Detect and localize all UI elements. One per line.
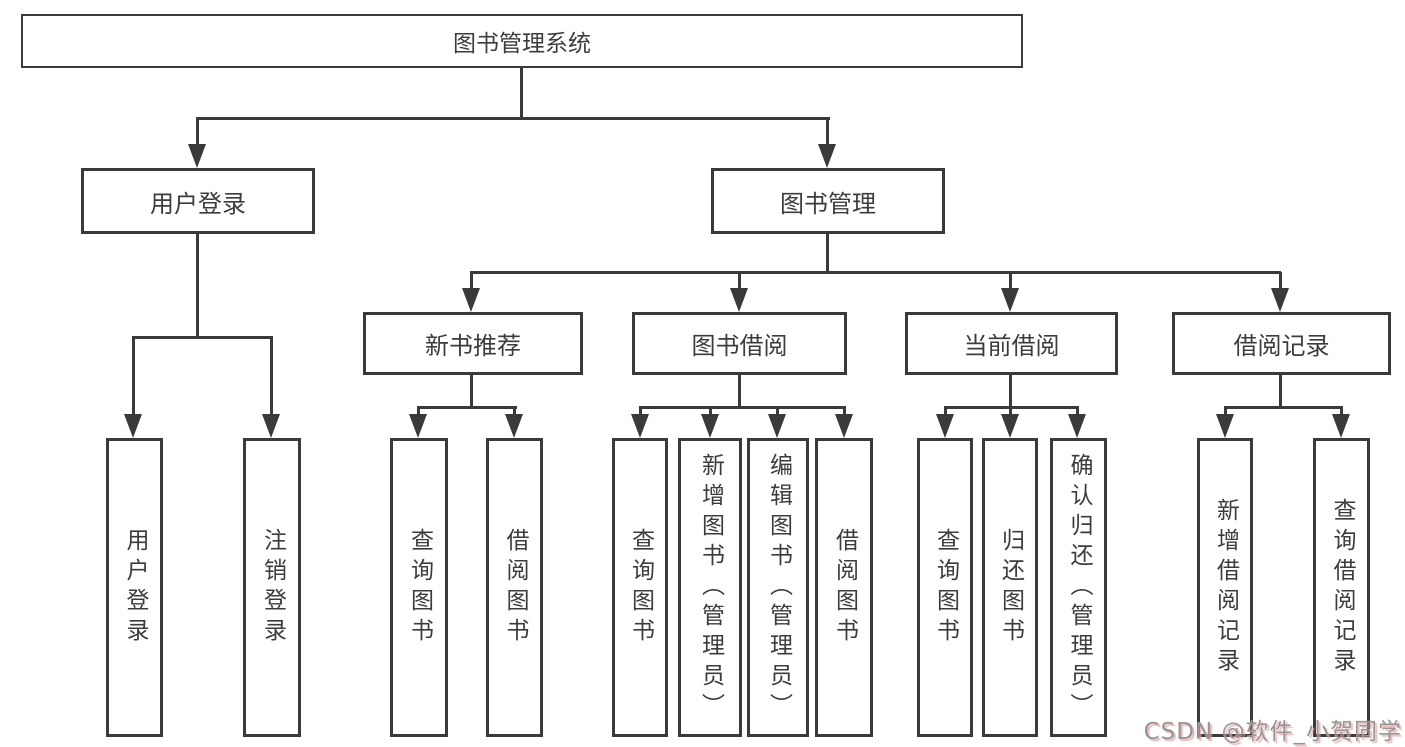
connector-line (132, 337, 135, 425)
connector-line (1279, 272, 1282, 294)
arrowhead-down (462, 288, 480, 312)
connector-line (1224, 406, 1343, 409)
connector-line (1009, 375, 1012, 409)
node-user-login: 用户登录 (81, 168, 315, 234)
connector-line (520, 68, 523, 119)
arrowhead-down (124, 414, 142, 438)
node-label: 借阅记录 (1233, 332, 1330, 360)
arrowhead-down (701, 414, 719, 438)
arrowhead-down (1001, 288, 1019, 312)
connector-line (196, 117, 830, 120)
connector-line (738, 272, 741, 294)
node-borrowing-records: 借阅记录 (1172, 312, 1391, 375)
leaf-return-books: 归还图书 (982, 438, 1038, 737)
connector-line (639, 406, 846, 409)
connector-line (196, 118, 199, 152)
node-label: 当前借阅 (963, 332, 1060, 360)
leaf-query-borrow-record: 查询借阅记录 (1313, 438, 1370, 737)
csdn-watermark: CSDN @软件_小贺同学 (1143, 719, 1402, 745)
leaf-confirm-return-admin: 确认归还（管理员） (1050, 438, 1107, 737)
leaf-query-books: 查询图书 (390, 438, 448, 737)
arrowhead-down (768, 414, 786, 438)
leaf-logout: 注销登录 (243, 438, 301, 737)
node-label: 用户登录 (150, 189, 246, 218)
connector-line (196, 234, 199, 339)
arrowhead-down (631, 414, 649, 438)
connector-line (738, 375, 741, 409)
arrowhead-down (1216, 414, 1234, 438)
node-label: 新书推荐 (425, 332, 521, 360)
arrowhead-down (818, 144, 836, 168)
arrowhead-down (730, 288, 748, 312)
leaf-add-borrow-record: 新增借阅记录 (1197, 438, 1253, 737)
node-label: 图书管理系统 (453, 31, 591, 57)
arrowhead-down (1332, 414, 1350, 438)
leaf-user-login: 用户登录 (106, 438, 163, 737)
connector-line (417, 406, 517, 409)
node-current-borrowing: 当前借阅 (905, 312, 1118, 375)
connector-line (1279, 375, 1282, 409)
connector-line (132, 336, 273, 339)
arrowhead-down (188, 144, 206, 168)
connector-line (470, 271, 1281, 274)
node-new-book-recommend: 新书推荐 (363, 312, 583, 375)
leaf-add-books-admin: 新增图书（管理员） (678, 438, 742, 737)
arrowhead-down (505, 414, 523, 438)
connector-line (1009, 272, 1012, 294)
connector-line (826, 234, 829, 274)
connector-line (470, 272, 473, 294)
leaf-borrow-books: 借阅图书 (486, 438, 543, 737)
arrowhead-down (936, 414, 954, 438)
arrowhead-down (1001, 414, 1019, 438)
leaf-query-books: 查询图书 (917, 438, 973, 737)
node-book-management: 图书管理 (711, 168, 945, 234)
connector-line (826, 118, 829, 152)
node-library-management-system: 图书管理系统 (21, 14, 1023, 68)
node-label: 图书借阅 (691, 332, 788, 360)
arrowhead-down (1068, 414, 1086, 438)
leaf-borrow-books: 借阅图书 (815, 438, 873, 737)
arrowhead-down (262, 414, 280, 438)
arrowhead-down (835, 414, 853, 438)
node-book-borrowing: 图书借阅 (632, 312, 847, 375)
leaf-query-books: 查询图书 (612, 438, 668, 737)
arrowhead-down (409, 414, 427, 438)
arrowhead-down (1271, 288, 1289, 312)
node-label: 图书管理 (780, 189, 876, 218)
connector-line (470, 375, 473, 409)
leaf-edit-books-admin: 编辑图书（管理员） (747, 438, 809, 737)
connector-line (270, 337, 273, 425)
